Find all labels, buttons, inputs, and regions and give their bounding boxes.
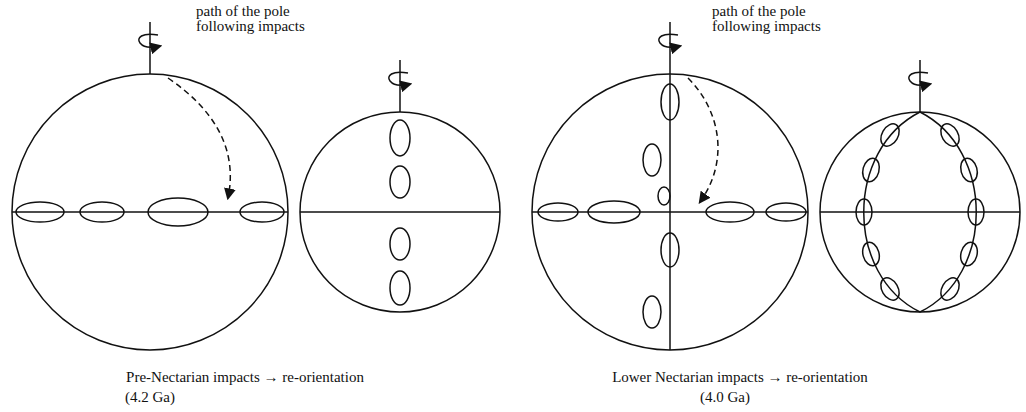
pole-path-label: path of the pole following impacts — [712, 4, 824, 34]
pole-path-label: path of the pole following impacts — [196, 4, 308, 34]
caption-text: (4.2 Ga) — [80, 390, 220, 405]
caption-text: Lower Nectarian impacts → re-orientation — [570, 370, 910, 385]
caption-text: (4.0 Ga) — [600, 390, 850, 405]
caption-text: Pre-Nectarian impacts → re-orientation — [80, 370, 410, 385]
